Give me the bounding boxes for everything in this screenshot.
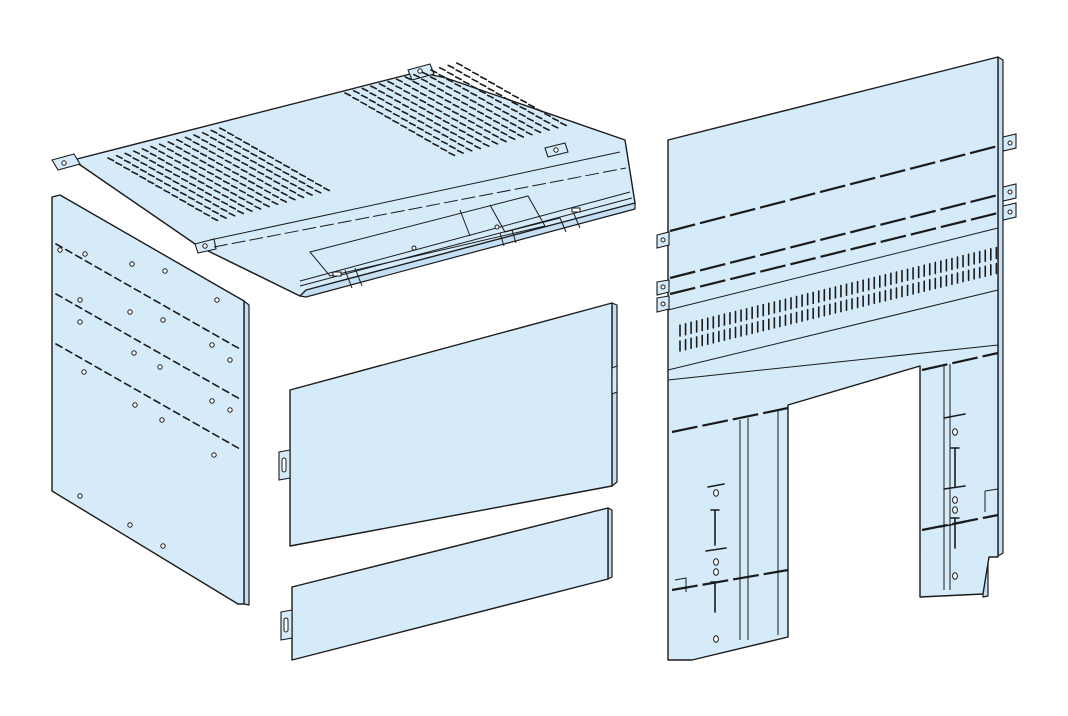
slot-rows <box>55 243 240 449</box>
right-back-panel <box>656 56 1017 661</box>
vent-grille <box>679 246 998 352</box>
front-lower-panel <box>280 507 613 661</box>
keyhole-slots <box>705 413 966 643</box>
left-side-panel-surface <box>51 194 245 605</box>
vent-grille <box>107 127 331 222</box>
front-upper-panel <box>278 302 618 547</box>
vent-grille <box>344 62 568 157</box>
mounting-holes <box>57 247 233 549</box>
front-upper-panel-surface <box>289 302 613 547</box>
top-panel <box>51 62 636 298</box>
right-back-panel-surface <box>667 56 999 661</box>
left-side-panel <box>51 194 250 606</box>
